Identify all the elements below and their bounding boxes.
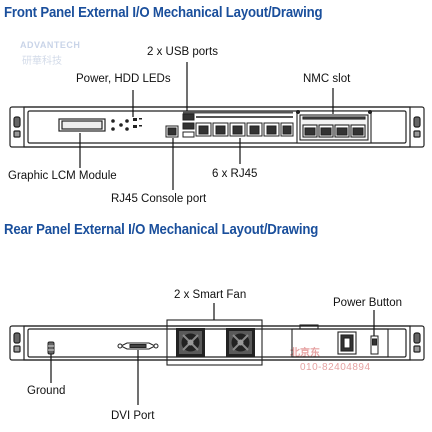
rear-panel-title: Rear Panel External I/O Mechanical Layou… — [4, 221, 319, 238]
console-port-label: RJ45 Console port — [111, 193, 207, 205]
nmc-slot-label: NMC slot — [303, 73, 351, 85]
ground-label: Ground — [27, 385, 66, 397]
lcm-module-label: Graphic LCM Module — [8, 170, 117, 182]
smart-fan-label: 2 x Smart Fan — [174, 289, 247, 301]
advantech-watermark: ADVANTECH — [20, 40, 81, 50]
front-leader-lines — [79, 62, 334, 190]
power-hdd-leds — [133, 118, 142, 128]
power-button — [370, 335, 379, 355]
usb-ports-label: 2 x USB ports — [147, 46, 218, 58]
port-led-row — [183, 111, 293, 118]
nmc-slot — [295, 109, 373, 144]
rj45-label: 6 x RJ45 — [212, 168, 258, 180]
phone-watermark: 010-82404894 — [300, 362, 371, 373]
dvi-port-label: DVI Port — [111, 410, 155, 422]
advantech-cn-watermark: 研華科技 — [22, 56, 62, 67]
power-button-label: Power Button — [333, 297, 403, 309]
dealer-watermark: 北京东 — [290, 348, 320, 359]
dvi-port — [117, 342, 159, 350]
console-and-usb — [165, 113, 195, 138]
rear-leader-lines — [50, 303, 375, 405]
lcm-keypad — [111, 119, 129, 131]
front-panel-title: Front Panel External I/O Mechanical Layo… — [4, 4, 323, 21]
ground-screw — [47, 341, 55, 355]
rj45-ports — [195, 122, 294, 137]
psu-module — [291, 324, 389, 358]
power-hdd-leds-label: Power, HDD LEDs — [76, 73, 171, 85]
smart-fan-right — [226, 328, 255, 357]
smart-fan-left — [176, 328, 205, 357]
rear-chassis — [9, 325, 425, 361]
front-chassis — [9, 106, 425, 148]
lcm-module — [58, 118, 106, 132]
